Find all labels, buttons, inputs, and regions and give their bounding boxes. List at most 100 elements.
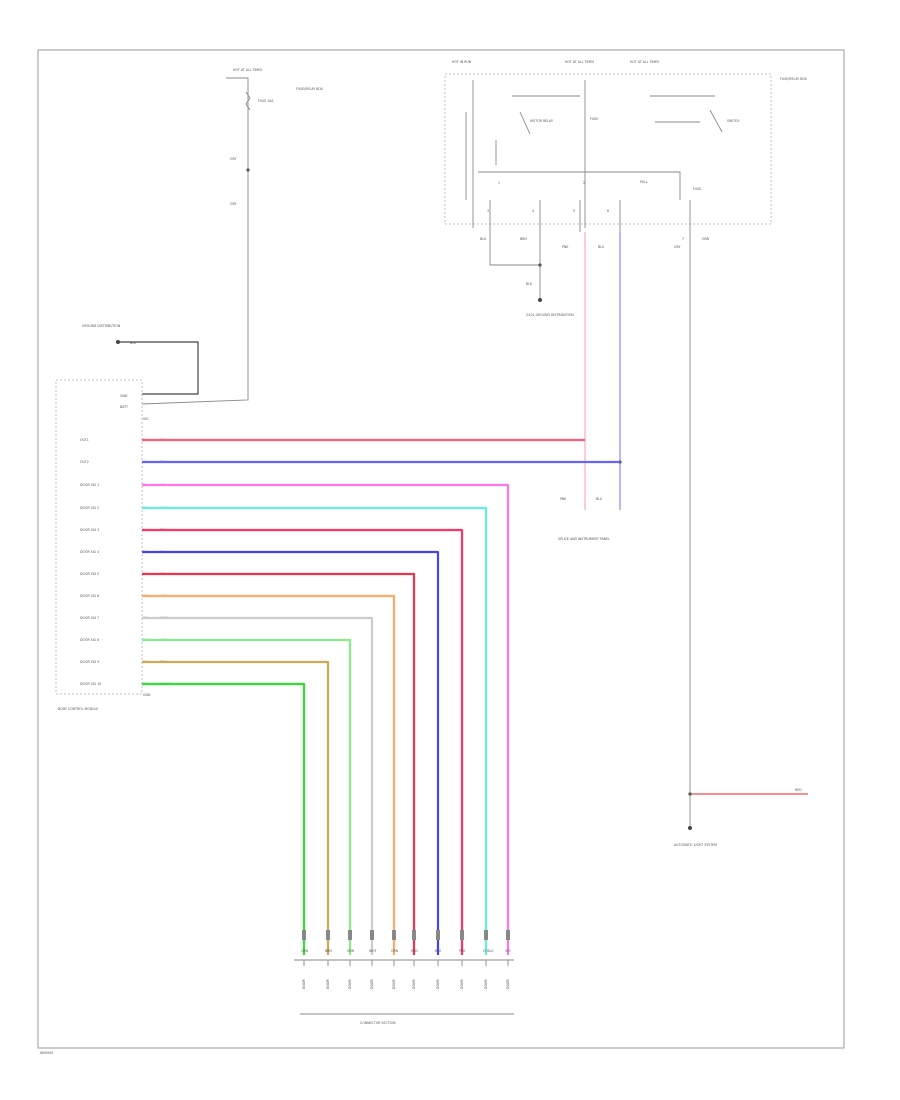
connector-pin — [506, 930, 510, 940]
relay-internal-wiring — [465, 80, 723, 232]
module-wire — [142, 483, 510, 955]
relay-pull-label: PULL — [640, 180, 648, 184]
module-last-pin: GND — [143, 693, 151, 697]
module-row-label: DOOR SIG 6 — [80, 594, 99, 598]
module-wire — [142, 616, 374, 955]
connector-pin-wire: BLU — [435, 949, 442, 953]
connector-pin — [326, 930, 330, 940]
module-row-label: OUT1 — [80, 438, 89, 442]
relay-pin-7: 7 — [682, 237, 684, 241]
connector-pin — [412, 930, 416, 940]
top-fuse-group: HOT AT ALL TIMES FUSE 10A FUSE/RELAY BOX… — [141, 68, 324, 405]
module-row-label: DOOR SIG 7 — [80, 616, 99, 620]
module-row-label: OUT2 — [80, 460, 89, 464]
connector-pin-wire: VIO — [505, 949, 511, 953]
relay-wire-4: BLU — [598, 245, 605, 249]
relay-pin-1: 1 — [498, 181, 500, 185]
color-wires — [142, 438, 620, 955]
connector-pin-label: DOOR — [392, 979, 396, 989]
relay-wire-3: PNK — [562, 245, 569, 249]
relay-hot-left: HOT IN RUN — [452, 60, 472, 64]
module-row-label: DOOR SIG 8 — [80, 638, 99, 642]
relay-switch-label: SWITCH — [727, 119, 740, 123]
module-pin-sig: SIG — [143, 417, 149, 421]
relay-wire-2: BRN — [520, 237, 527, 241]
connector-section: CONNECTOR SECTION GRN DOOR BRN DOOR GRN DOOR W… — [294, 930, 514, 1025]
splice-pink-label: PNK — [560, 497, 567, 501]
right-tail-wire-label: RED — [795, 788, 802, 792]
fuse-relay-box: HOT IN RUN HOT AT ALL TIMES HOT AT ALL T… — [444, 60, 808, 249]
module-row-label: DOOR SIG 3 — [80, 528, 99, 532]
module-row-label: DOOR SIG 1 — [80, 483, 99, 487]
module-pin-power: BATT — [120, 405, 128, 409]
module-row-label: DOOR SIG 2 — [80, 506, 99, 510]
connector-pin-wire: GRN — [301, 949, 309, 953]
module-wire — [142, 660, 330, 955]
connector-pin-wire: RED — [411, 949, 418, 953]
connector-pin-label: DOOR — [302, 979, 306, 989]
relay-box-outline — [444, 73, 772, 225]
module-wire — [142, 572, 416, 955]
connector-pin — [302, 930, 306, 940]
connector-pin-label: DOOR — [370, 979, 374, 989]
fuse-symbol — [245, 91, 251, 111]
relay-hot-mid: HOT AT ALL TIMES — [565, 60, 594, 64]
relay-fuse-right: FUSE — [693, 187, 701, 191]
connector-pin-wire: LT BLU — [483, 949, 494, 953]
relay-pin-2: 2 — [583, 181, 585, 185]
hot-at-top-label: HOT AT ALL TIMES — [233, 68, 262, 72]
connector-pin-label: DOOR — [348, 979, 352, 989]
right-tail-terminal — [688, 826, 692, 830]
relay-pin-6: 6 — [607, 209, 609, 213]
connector-pin-label: DOOR — [460, 979, 464, 989]
module-title: BODY CONTROL MODULE — [58, 707, 98, 711]
connector-pin — [370, 930, 374, 940]
right-tail-label: AUTOMATIC LIGHT SYSTEM — [674, 843, 717, 847]
module-wire — [142, 528, 464, 955]
connector-pin-wire: ORN — [391, 949, 399, 953]
relay-pin-4: 4 — [532, 209, 534, 213]
relay-pin-5: 5 — [573, 209, 575, 213]
connector-pin-wire: GRN — [347, 949, 355, 953]
connector-pin-label: DOOR — [412, 979, 416, 989]
connector-pin-wire: PNK — [459, 949, 466, 953]
splice-block: PNK BLU SPLICE AND INSTRUMENT PANEL — [558, 232, 622, 541]
module-row-label: DOOR SIG 9 — [80, 660, 99, 664]
relay-wire-5: GRY — [674, 245, 680, 249]
relay-box-title: FUSE/RELAY BOX — [780, 77, 808, 81]
connector-pin — [436, 930, 440, 940]
splice-label: SPLICE AND INSTRUMENT PANEL — [558, 537, 610, 541]
side-ground: GROUND DISTRIBUTION BLK — [82, 324, 199, 395]
side-ground-wire: BLK — [130, 341, 137, 345]
ground-drop-label: G101 GROUND DISTRIBUTION — [526, 313, 574, 317]
ground-terminal — [538, 298, 542, 302]
module-outline — [55, 379, 143, 695]
module-row-label: DOOR SIG 10 — [80, 682, 101, 686]
connector-pin-label: DOOR — [326, 979, 330, 989]
module-row-label: DOOR SIG 5 — [80, 572, 99, 576]
relay-label: MOTOR RELAY — [530, 119, 553, 123]
fuse-label: FUSE 10A — [258, 99, 274, 103]
relay-pin-3: 3 — [487, 209, 489, 213]
connector-pin-wire: BRN — [325, 949, 332, 953]
splice-blue-label: BLU — [596, 497, 603, 501]
ground-drop: BLK G101 GROUND DISTRIBUTION — [489, 232, 574, 317]
footer-code: W00000 — [40, 1051, 53, 1055]
ground-drop-wire — [489, 232, 541, 300]
module-wire — [142, 594, 396, 955]
connector-pin-label: DOOR — [436, 979, 440, 989]
connector-pin-wire: WHT — [369, 949, 377, 953]
module-wire — [142, 682, 306, 955]
connector-pin — [348, 930, 352, 940]
side-ground-wire-path — [118, 341, 199, 395]
connector-pin — [460, 930, 464, 940]
gray-label-b: GRY — [230, 202, 236, 206]
connector-pin — [484, 930, 488, 940]
splice-dot — [246, 168, 250, 172]
diagram-frame — [37, 49, 845, 1049]
connector-pin-label: DOOR — [506, 979, 510, 989]
connector-title: CONNECTOR SECTION — [360, 1021, 396, 1025]
ground-drop-wire-label: BLK — [526, 282, 533, 286]
